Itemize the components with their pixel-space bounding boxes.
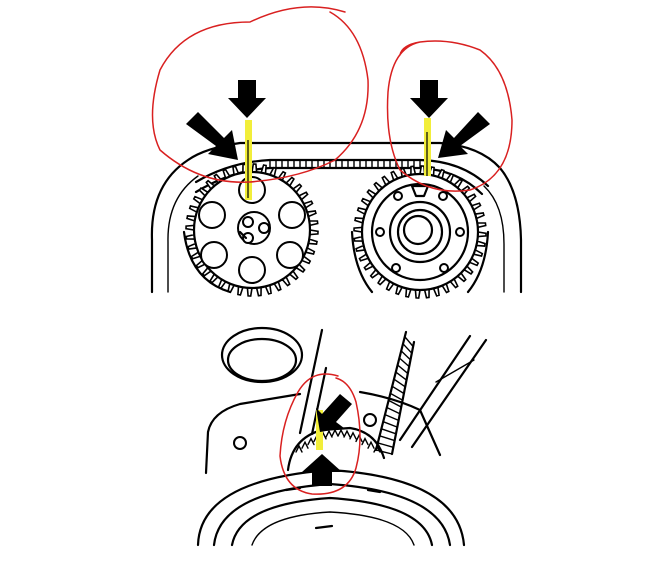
arrow-icon xyxy=(302,454,342,486)
pointer-arrows xyxy=(186,80,490,486)
annotation-circle-left xyxy=(151,6,369,183)
timing-mark-highlights xyxy=(245,118,431,450)
annotation-circle-right xyxy=(386,40,513,192)
arrow-icon xyxy=(316,394,352,432)
sprocket-hole xyxy=(238,256,266,284)
right-camshaft-sprocket xyxy=(353,165,487,299)
arrow-icon xyxy=(438,112,490,158)
annotation-circles xyxy=(151,6,513,495)
arrow-icon xyxy=(186,112,238,160)
annotation-circle-crank xyxy=(279,373,361,495)
sprocket-hole xyxy=(200,241,228,269)
engine-top-view xyxy=(150,141,523,299)
arrow-icon xyxy=(228,80,266,118)
arrow-icon xyxy=(410,80,448,118)
sprocket-hole xyxy=(278,201,306,229)
timing-mark-crank xyxy=(316,410,323,450)
sprocket-hole xyxy=(198,201,226,229)
sprocket-hole xyxy=(276,241,304,269)
crankshaft-bottom-view xyxy=(196,326,488,547)
